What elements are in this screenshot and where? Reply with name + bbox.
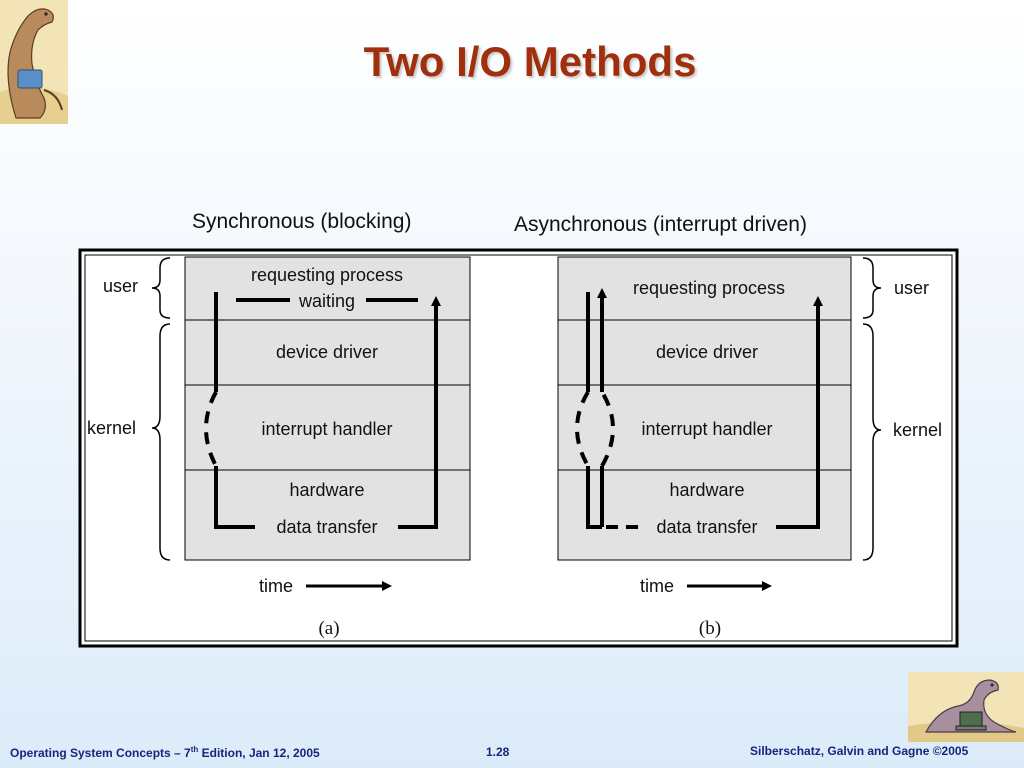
footer-page-number: 1.28 <box>486 745 510 759</box>
async-user-brace <box>862 257 882 319</box>
async-hardware-label: hardware <box>669 480 744 500</box>
sync-device-driver-label: device driver <box>276 342 378 362</box>
sync-caption: Synchronous (blocking) <box>192 210 412 233</box>
dinosaur-reading-logo-icon <box>0 0 68 124</box>
sync-sub-label: (a) <box>318 618 339 639</box>
footer-title-prefix: Operating System Concepts – 7 <box>10 746 191 760</box>
sync-user-layer-label: user <box>103 276 138 296</box>
sync-requesting-process-label: requesting process <box>251 265 403 285</box>
sync-flow-dashed-curve <box>204 391 218 467</box>
sync-flow-bottom-line <box>214 466 255 529</box>
async-kernel-brace <box>862 323 882 561</box>
async-kernel-layer-label: kernel <box>893 420 942 440</box>
dinosaur-laptop-logo-icon <box>908 672 1024 742</box>
footer-title-superscript: th <box>190 745 199 754</box>
footer-book-title: Operating System Concepts – 7th Edition,… <box>10 745 320 760</box>
sync-waiting-label: waiting <box>298 291 355 311</box>
sync-time-label: time <box>259 576 293 596</box>
async-user-layer-label: user <box>894 278 929 298</box>
sync-kernel-brace <box>151 323 171 561</box>
sync-interrupt-handler-label: interrupt handler <box>261 419 392 439</box>
async-device-driver-label: device driver <box>656 342 758 362</box>
async-flow-bottom-line <box>586 466 602 529</box>
sync-kernel-layer-label: kernel <box>87 418 136 438</box>
async-data-transfer-label: data transfer <box>656 517 757 537</box>
sync-data-transfer-label: data transfer <box>276 517 377 537</box>
async-panel: requesting process device driver interru… <box>557 256 942 639</box>
async-flow-dashed-right-curve <box>600 390 615 468</box>
async-sub-label: (b) <box>699 618 721 639</box>
async-flow-return-line <box>776 296 823 529</box>
async-interrupt-handler-label: interrupt handler <box>641 419 772 439</box>
sync-user-brace <box>151 257 171 319</box>
sync-hardware-label: hardware <box>289 480 364 500</box>
async-flow-dashed-left-curve <box>575 390 590 468</box>
async-time-label: time <box>640 576 674 596</box>
async-requesting-process-label: requesting process <box>633 278 785 298</box>
sync-panel: requesting process waiting device driver… <box>87 256 471 639</box>
footer-title-suffix: Edition, Jan 12, 2005 <box>198 746 320 760</box>
footer-copyright: Silberschatz, Galvin and Gagne ©2005 <box>750 744 969 758</box>
sync-flow-return-line <box>398 296 441 529</box>
async-caption: Asynchronous (interrupt driven) <box>514 213 807 236</box>
slide-title: Two I/O Methods <box>363 38 697 85</box>
